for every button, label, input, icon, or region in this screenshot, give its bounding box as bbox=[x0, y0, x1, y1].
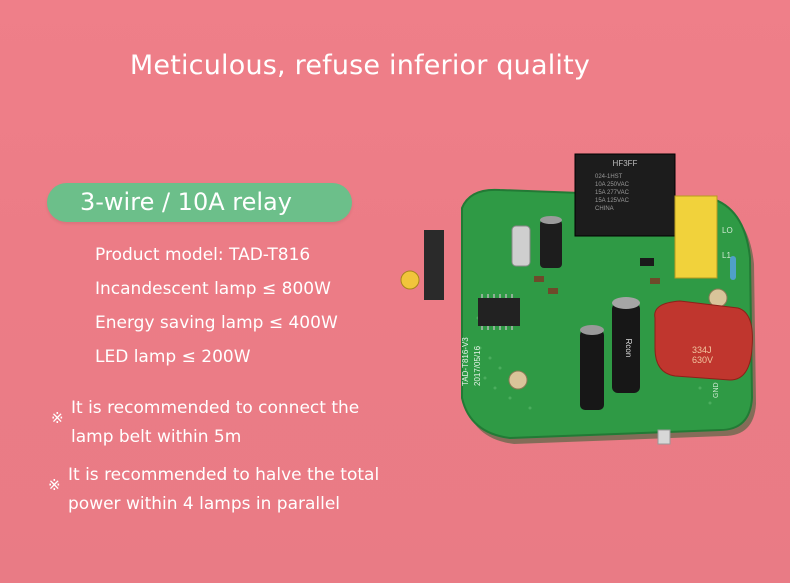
capacitor-top bbox=[612, 297, 640, 309]
board-label: TAD-T816-V3 bbox=[461, 337, 470, 386]
yellow-cap bbox=[400, 270, 420, 290]
page-title: Meticulous, refuse inferior quality bbox=[129, 50, 591, 81]
resistor bbox=[534, 276, 544, 282]
note-line: It is recommended to connect the bbox=[71, 398, 360, 418]
note-lamp-belt: ※ It is recommended to connect the lamp … bbox=[51, 394, 360, 452]
film-capacitor bbox=[654, 300, 753, 381]
spec-model: Product model: TAD-T816 bbox=[95, 245, 311, 265]
pcb-illustration: HF3FF 024-1HST 10A 250VAC 15A 277VAC 15A… bbox=[400, 153, 756, 445]
cap-value: 334J bbox=[692, 345, 712, 355]
ic-pins bbox=[481, 294, 513, 330]
capacitor-top bbox=[540, 216, 562, 224]
capacitor-top bbox=[580, 325, 604, 335]
electrolytic-capacitor bbox=[580, 330, 604, 410]
spec-led: LED lamp ≤ 200W bbox=[95, 347, 251, 367]
note-line: It is recommended to halve the total bbox=[68, 465, 380, 485]
mount-hole bbox=[508, 370, 528, 390]
note-parallel-power: ※ It is recommended to halve the total p… bbox=[48, 461, 380, 519]
relay-spec: 15A 125VAC bbox=[595, 198, 630, 204]
note-line: lamp belt within 5m bbox=[71, 427, 242, 447]
screw-post bbox=[657, 429, 671, 445]
relay-badge: 3-wire / 10A relay bbox=[47, 183, 352, 222]
transistor bbox=[640, 258, 654, 266]
relay-spec: 15A 277VAC bbox=[595, 190, 630, 196]
spec-incandescent: Incandescent lamp ≤ 800W bbox=[95, 279, 331, 299]
note-line: power within 4 lamps in parallel bbox=[68, 494, 341, 514]
side-connector bbox=[424, 230, 444, 300]
terminal-label: GND bbox=[713, 382, 720, 398]
note-mark: ※ bbox=[51, 409, 64, 427]
pcb-photo: HF3FF 024-1HST 10A 250VAC 15A 277VAC 15A… bbox=[400, 148, 790, 448]
relay-badge-label: 3-wire / 10A relay bbox=[80, 188, 292, 216]
varistor bbox=[730, 256, 736, 280]
spec-energy-saving: Energy saving lamp ≤ 400W bbox=[95, 313, 338, 333]
mount-hole bbox=[708, 288, 728, 308]
terminal-block bbox=[674, 195, 718, 279]
terminal-label: LO bbox=[722, 226, 733, 235]
electrolytic-capacitor bbox=[612, 303, 640, 393]
relay-spec: 10A 250VAC bbox=[595, 182, 630, 188]
relay bbox=[574, 153, 676, 237]
terminal-label: L1 bbox=[722, 251, 731, 260]
spec-list: Product model: TAD-T816 Incandescent lam… bbox=[95, 242, 338, 378]
relay-spec: 024-1HST bbox=[595, 174, 623, 180]
note-mark: ※ bbox=[48, 476, 61, 494]
cap-voltage: 630V bbox=[692, 355, 713, 365]
board-date: 2017/05/16 bbox=[473, 345, 482, 386]
relay-brand: HF3FF bbox=[613, 159, 638, 168]
capacitor-brand: Rcon bbox=[624, 339, 633, 358]
relay-spec: CHINA bbox=[595, 206, 614, 212]
silver-capacitor bbox=[511, 225, 531, 267]
resistor bbox=[548, 288, 558, 294]
electrolytic-capacitor bbox=[540, 220, 562, 268]
ic-chip bbox=[478, 298, 520, 326]
resistor bbox=[650, 278, 660, 284]
